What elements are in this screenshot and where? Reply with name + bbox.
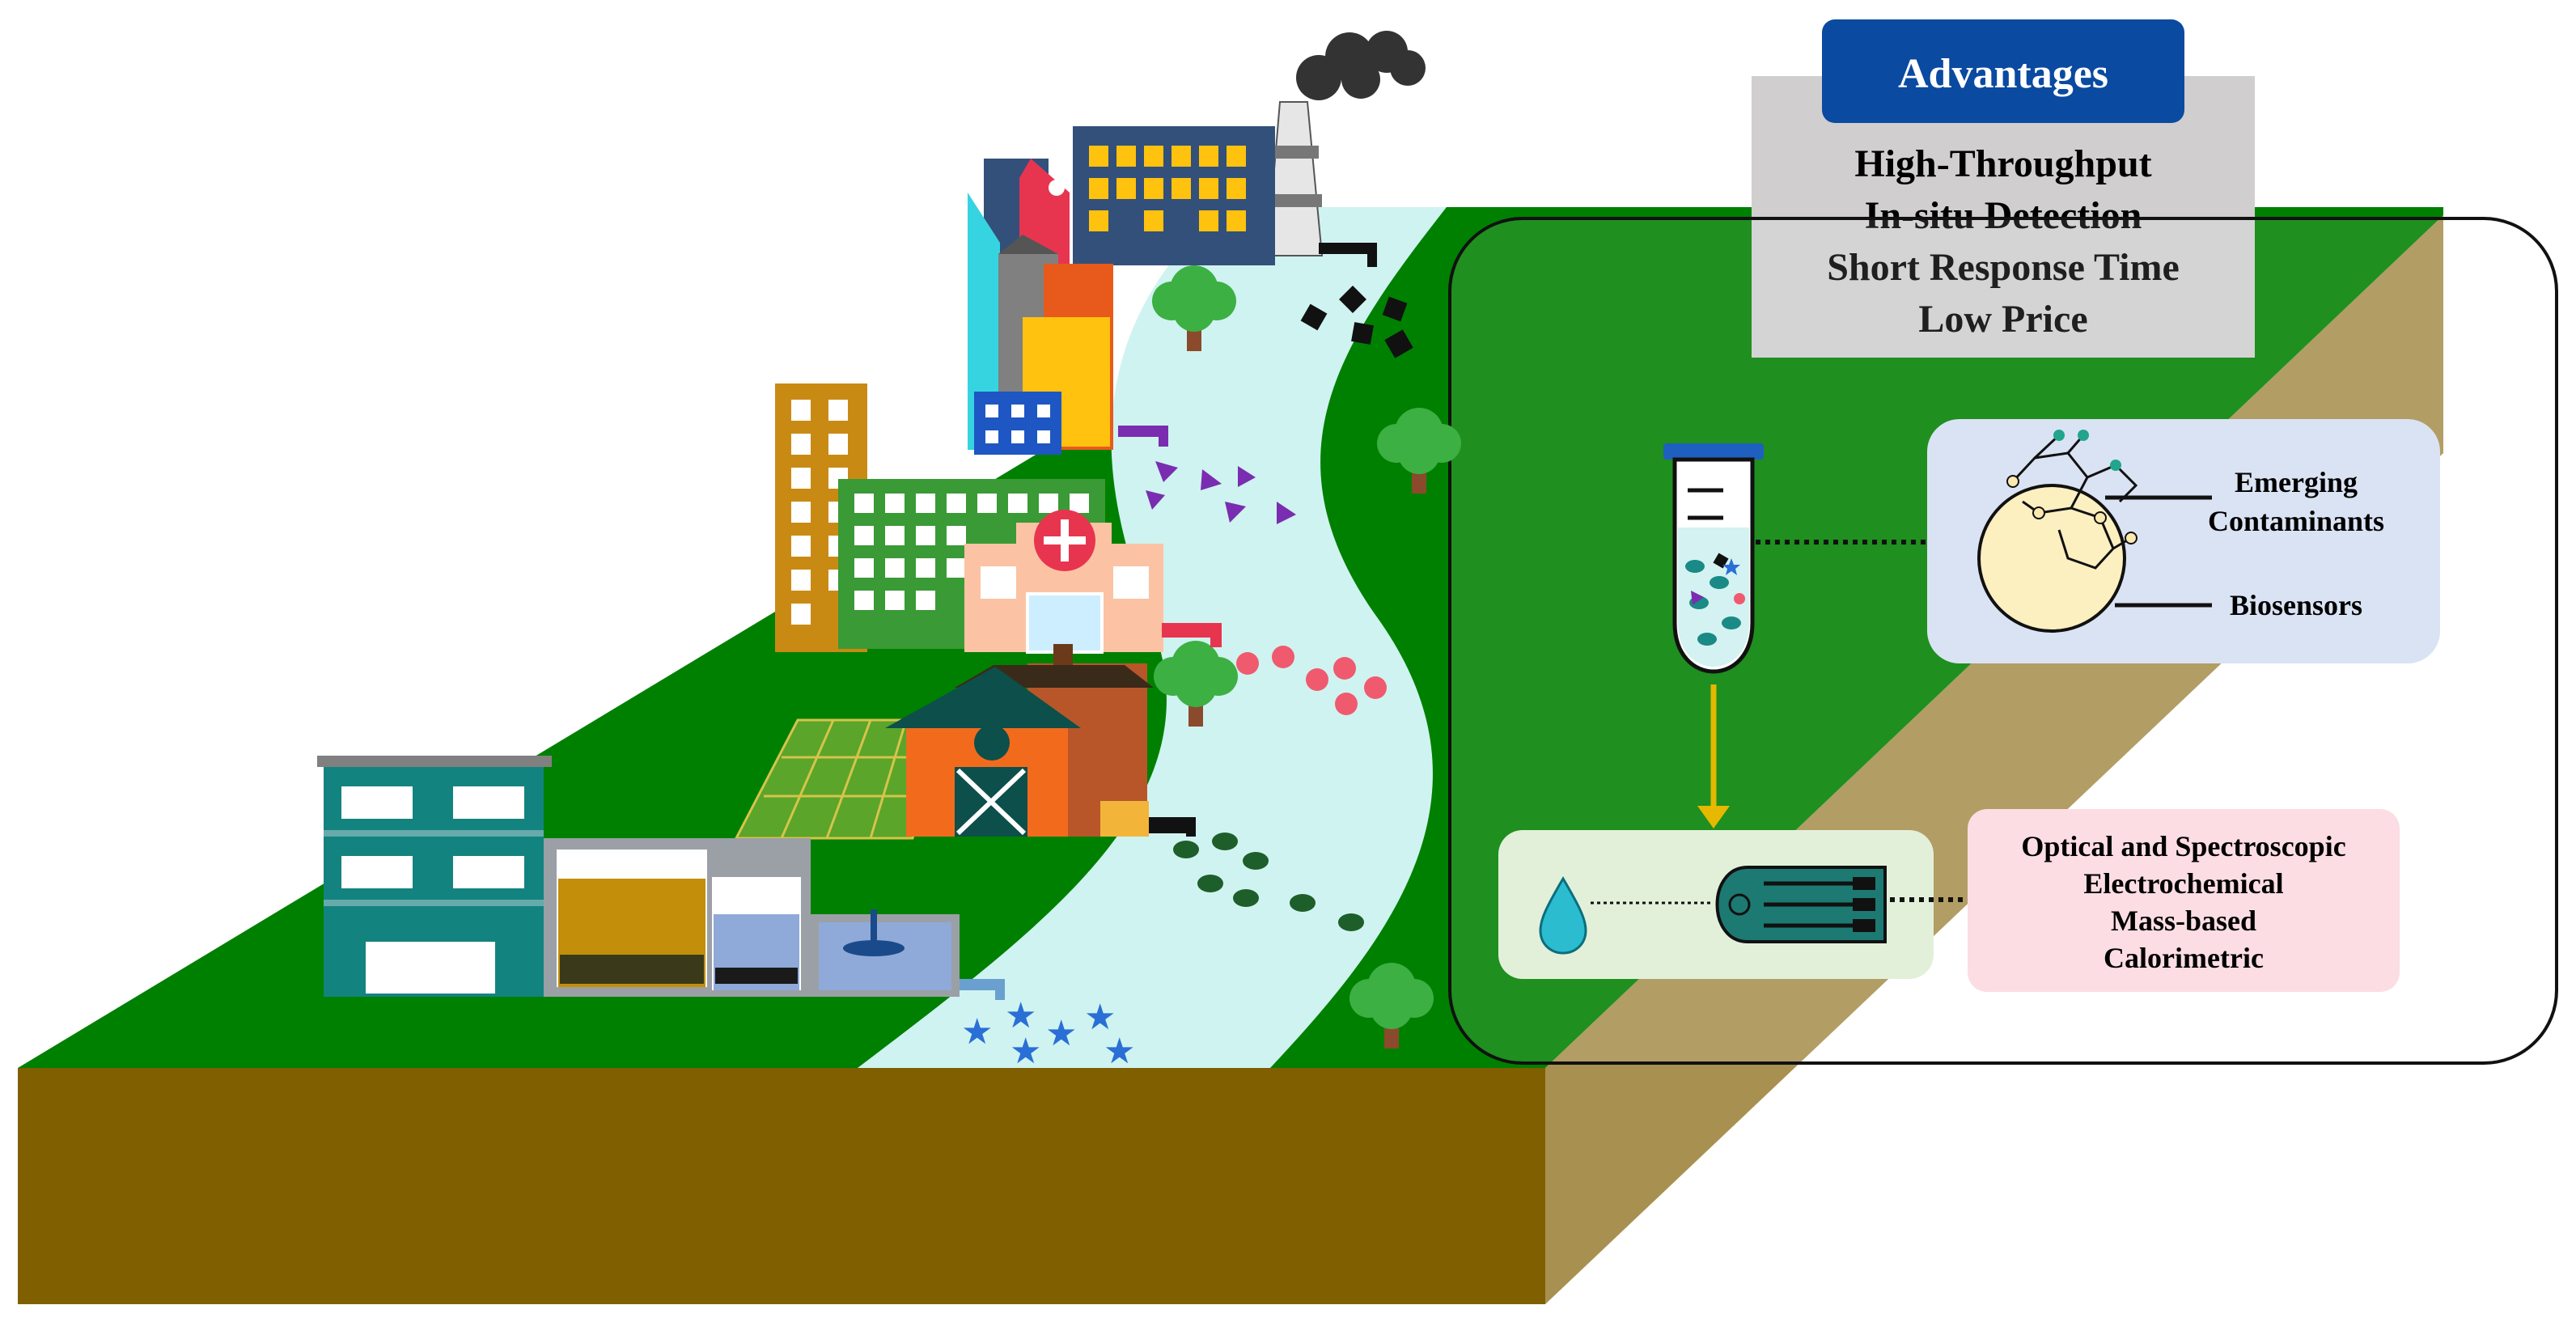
biosensor-panel: Emerging Contaminants Biosensors bbox=[1927, 419, 2440, 663]
transducer-item: Mass-based bbox=[2111, 905, 2256, 937]
contaminant-particles-red bbox=[1236, 646, 1387, 715]
test-tube-icon bbox=[1663, 443, 1764, 674]
electrode-chip-icon bbox=[1715, 866, 1887, 943]
contaminant-particles-black bbox=[1300, 286, 1413, 358]
transducer-item: Electrochemical bbox=[2083, 867, 2283, 900]
svg-text:★: ★ bbox=[1104, 1031, 1135, 1072]
svg-text:★: ★ bbox=[1084, 997, 1116, 1038]
advantage-item: High-Throughput bbox=[1854, 142, 2151, 185]
transducer-item: Calorimetric bbox=[2104, 942, 2264, 974]
soil-front bbox=[18, 1068, 1545, 1304]
label-emerging: Emerging bbox=[2235, 466, 2358, 498]
farm-barn-icon bbox=[885, 644, 1196, 837]
water-drop-icon bbox=[1539, 876, 1587, 955]
advantages-header bbox=[1822, 19, 2184, 123]
farm-field bbox=[734, 718, 943, 840]
flow-arrow bbox=[1697, 684, 1730, 828]
hospital-icon bbox=[964, 510, 1222, 654]
transducer-item: Optical and Spectroscopic bbox=[2021, 830, 2345, 862]
contaminant-particles-blue: ★ ★ ★ ★ ★ ★ bbox=[961, 995, 1135, 1072]
advantages-box: Advantages High-Throughput In-situ Detec… bbox=[1752, 19, 2255, 358]
contaminant-particles-green bbox=[1173, 833, 1364, 931]
nanoparticle-icon bbox=[1977, 484, 2126, 633]
river bbox=[858, 207, 1447, 1068]
city-buildings-icon bbox=[968, 126, 1275, 455]
advantage-item: Short Response Time bbox=[1827, 246, 2180, 289]
advantage-item: Low Price bbox=[1918, 298, 2087, 341]
factory-icon bbox=[1265, 31, 1426, 267]
label-biosensors: Biosensors bbox=[2230, 589, 2362, 621]
contaminant-particles-purple bbox=[1146, 461, 1296, 524]
label-contaminants: Contaminants bbox=[2208, 505, 2384, 537]
wastewater-plant-icon bbox=[317, 756, 1005, 1000]
advantage-item: In-situ Detection bbox=[1865, 194, 2142, 237]
svg-text:★: ★ bbox=[1045, 1013, 1077, 1054]
transducer-panel: Optical and Spectroscopic Electrochemica… bbox=[1968, 809, 2400, 992]
svg-text:★: ★ bbox=[1010, 1031, 1041, 1072]
svg-text:★: ★ bbox=[961, 1011, 993, 1053]
sample-panel bbox=[1498, 830, 1934, 979]
advantages-title: Advantages bbox=[1898, 51, 2108, 97]
svg-text:★: ★ bbox=[1005, 995, 1036, 1036]
